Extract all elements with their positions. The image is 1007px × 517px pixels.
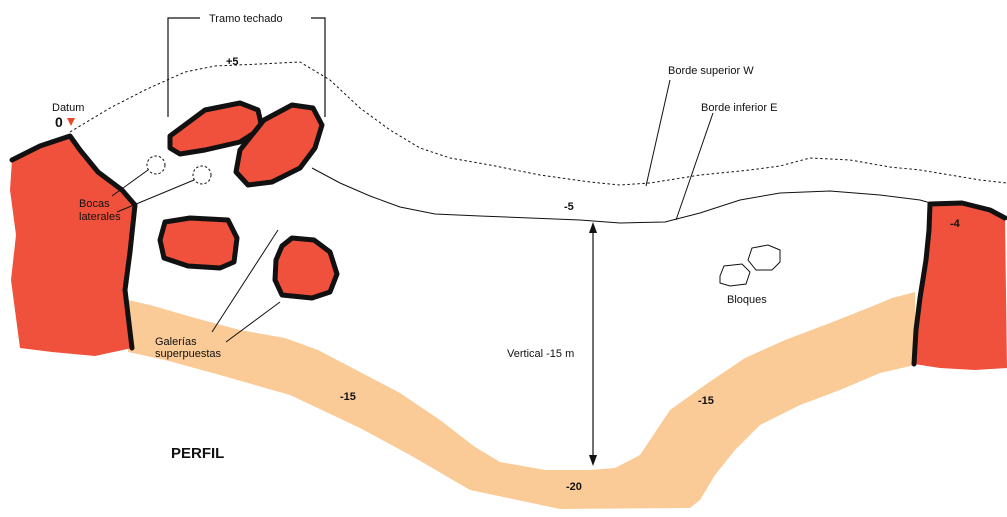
galleries-label-line1: Galerías: [155, 336, 197, 348]
minus15-right-depth-label: -15: [698, 395, 714, 407]
roof-block-2: [233, 102, 325, 188]
profile-title: PERFIL: [171, 445, 224, 462]
blocks-label: Bloques: [727, 294, 767, 306]
minus5-depth-label: -5: [564, 201, 574, 213]
boulder-1: [747, 244, 781, 271]
lower-border-east-label: Borde inferior E: [701, 102, 777, 114]
datum-label: Datum: [52, 102, 84, 114]
gallery-leader-2: [225, 301, 281, 343]
roofed-section-bracket: [167, 17, 326, 117]
right-wall-edge: [911, 200, 1007, 367]
datum-marker-icon: [67, 118, 75, 126]
minus15-left-depth-label: -15: [340, 391, 356, 403]
lateral-mouth-leader-1: [111, 169, 149, 197]
galleries-label-line2: superpuestas: [155, 348, 222, 360]
boulder-2: [719, 263, 751, 287]
minus20-depth-label: -20: [566, 481, 582, 493]
gallery-block-2: [272, 235, 340, 301]
roofed-section-label: Tramo techado: [209, 13, 283, 25]
lateral-mouths-label-line1: Bocas: [79, 198, 110, 210]
upper-border-west-label: Borde superior W: [668, 65, 754, 77]
right-rock-wall: [914, 203, 1007, 370]
lower-border-leader: [675, 112, 714, 221]
upper-border-leader: [645, 79, 671, 187]
left-rock-wall: [10, 136, 135, 356]
sediment-floor: [128, 292, 915, 509]
gallery-block-1: [157, 215, 240, 271]
lateral-mouth-leader-2: [116, 179, 195, 213]
lateral-mouth-2: [192, 165, 212, 185]
minus4-depth-label: -4: [950, 218, 961, 230]
vertical-measure-label: Vertical -15 m: [507, 348, 574, 360]
plus5-depth-label: +5: [226, 56, 239, 68]
gallery-leader-1: [211, 229, 279, 333]
vertical-arrow-bottom: [589, 455, 597, 466]
left-wall-edge: [9, 133, 138, 351]
vertical-arrow-top: [589, 222, 597, 233]
lateral-mouths-label-line2: laterales: [79, 211, 121, 223]
upper-border-west-line: [69, 61, 1007, 186]
lateral-mouth-1: [146, 155, 166, 175]
lower-border-east-line: [311, 167, 935, 224]
datum-zero-label: 0: [55, 114, 63, 130]
